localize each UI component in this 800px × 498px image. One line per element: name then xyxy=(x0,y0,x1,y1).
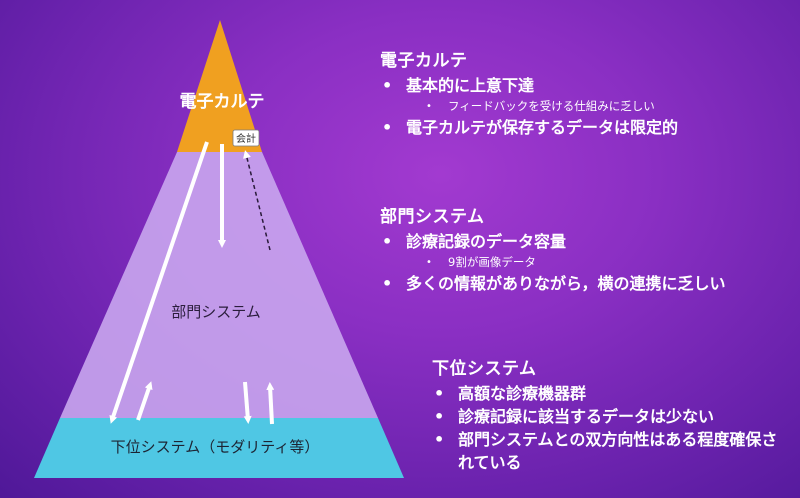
accounting-badge: 会計 xyxy=(232,129,260,147)
section-lower-title: 下位システム xyxy=(432,359,537,379)
list-item: 基本的に上意下達 xyxy=(380,74,790,97)
list-item: 電子カルテが保存するデータは限定的 xyxy=(380,116,790,139)
list-sub-item: フィードバックを受ける仕組みに乏しい xyxy=(380,97,790,116)
list-item: 診療記録のデータ容量 xyxy=(380,230,795,253)
pyramid-middle-label: 部門システム xyxy=(171,303,261,321)
pyramid-bottom-layer xyxy=(34,418,404,478)
pyramid-top-label: 電子カルテ xyxy=(180,92,265,112)
arrow-lower-to-dept-right xyxy=(266,382,275,425)
arrow-lower-to-dept-left xyxy=(136,381,153,421)
pyramid-middle-layer xyxy=(60,152,378,418)
pyramid-top-layer xyxy=(177,20,262,152)
arrow-dept-to-emr-dashed xyxy=(243,150,271,251)
section-emr: 電子カルテ 基本的に上意下達 フィードバックを受ける仕組みに乏しい 電子カルテが… xyxy=(380,50,790,139)
arrow-emr-to-lower xyxy=(109,141,209,424)
list-item: 診療記録に該当するデータは少ない xyxy=(432,405,792,428)
section-dept-list: 診療記録のデータ容量 9割が画像データ 多くの情報がありながら，横の連携に乏しい xyxy=(380,230,795,295)
pyramid-bottom-label: 下位システム（モダリティ等） xyxy=(111,438,320,456)
section-emr-list: 基本的に上意下達 フィードバックを受ける仕組みに乏しい 電子カルテが保存するデー… xyxy=(380,74,790,139)
list-item: 部門システムとの双方向性はある程度確保されている xyxy=(432,428,792,474)
section-lower-list: 高額な診療機器群 診療記録に該当するデータは少ない 部門システムとの双方向性はあ… xyxy=(432,382,792,474)
section-emr-title: 電子カルテ xyxy=(380,51,468,71)
list-sub-item: 9割が画像データ xyxy=(380,253,795,272)
section-lower: 下位システム 高額な診療機器群 診療記録に該当するデータは少ない 部門システムと… xyxy=(432,358,792,474)
svg-text:会計: 会計 xyxy=(236,132,256,145)
list-item: 高額な診療機器群 xyxy=(432,382,792,405)
arrow-dept-to-lower xyxy=(243,381,252,424)
list-item: 多くの情報がありながら，横の連携に乏しい xyxy=(380,272,795,295)
section-dept: 部門システム 診療記録のデータ容量 9割が画像データ 多くの情報がありながら，横… xyxy=(380,206,795,295)
section-dept-title: 部門システム xyxy=(380,207,485,227)
